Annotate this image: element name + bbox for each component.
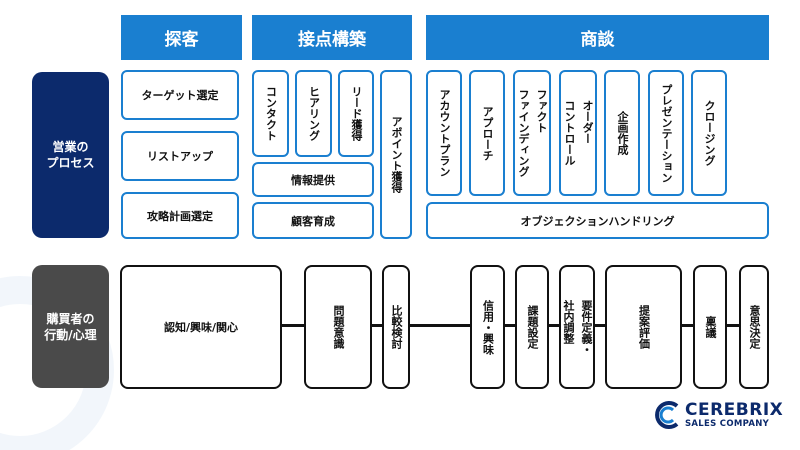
box-order-control: オーダー コントロール <box>559 70 597 196</box>
box-problem-awareness: 問題意識 <box>304 265 372 389</box>
box-closing: クロージング <box>691 70 727 196</box>
logo-subtitle: SALES COMPANY <box>685 419 770 429</box>
connector-line-6 <box>595 324 605 327</box>
box-presentation: プレゼンテーション <box>648 70 684 196</box>
box-issue-text: 課題設定 <box>526 305 539 349</box>
box-account-plan: アカウントプラン <box>426 70 462 196</box>
box-proposal-text: 提案評価 <box>637 305 651 349</box>
connector-line-1 <box>282 324 304 327</box>
box-fact-finding: ファクト ファインディング <box>513 70 551 196</box>
box-approval-text: 稟議 <box>704 316 717 338</box>
label-sales-process-line1: 営業の <box>52 140 89 154</box>
box-target-selection: ターゲット選定 <box>121 70 239 120</box>
box-hearing-text: ヒアリング <box>307 86 321 141</box>
label-sales-process: 営業の プロセス <box>32 72 109 238</box>
box-account-plan-text: アカウントプラン <box>438 89 451 177</box>
box-lead-acquisition: リード獲得 <box>338 70 374 157</box>
box-order-control-line1: オーダー <box>581 100 594 144</box>
box-lead-text: リード獲得 <box>350 86 363 141</box>
box-presentation-text: プレゼンテーション <box>660 83 673 183</box>
label-buyer-behavior-line2: 行動/心理 <box>44 327 97 342</box>
box-hearing: ヒアリング <box>295 70 332 157</box>
box-strategy-planning: 攻略計画選定 <box>121 192 239 239</box>
box-contact-text: コンタクト <box>264 86 278 141</box>
label-sales-process-line2: プロセス <box>46 156 95 170</box>
box-planning-text: 企画作成 <box>616 111 629 155</box>
connector-line-7 <box>682 324 693 327</box>
connector-line-4 <box>505 324 515 327</box>
header-shodan: 商談 <box>426 15 769 60</box>
box-compare-text: 比較検討 <box>390 305 403 349</box>
box-contact: コンタクト <box>252 70 289 157</box>
box-awareness: 認知/興味/関心 <box>120 265 282 389</box>
box-appointment: アポイント獲得 <box>380 70 412 239</box>
box-trust-text: 信用・興味 <box>481 299 495 355</box>
box-appointment-text: アポイント獲得 <box>390 116 403 193</box>
box-approval: 稟議 <box>693 265 727 389</box>
box-requirement-line1: 要件定義・ <box>580 299 593 355</box>
box-decision: 意思決定 <box>739 265 769 389</box>
box-closing-text: クロージング <box>703 100 716 166</box>
label-buyer-behavior: 購買者の 行動/心理 <box>32 265 109 388</box>
header-tankyaku: 探客 <box>121 15 242 60</box>
box-problem-text: 問題意識 <box>332 305 345 349</box>
box-comparison: 比較検討 <box>382 265 410 389</box>
box-issue-setting: 課題設定 <box>515 265 549 389</box>
box-proposal-evaluation: 提案評価 <box>605 265 682 389</box>
box-decision-text: 意思決定 <box>748 305 761 349</box>
connector-line-3 <box>410 324 470 327</box>
label-buyer-behavior-line1: 購買者の <box>46 311 95 326</box>
connector-line-2 <box>372 324 382 327</box>
company-logo: CEREBRIX SALES COMPANY <box>655 395 783 435</box>
logo-name: CEREBRIX <box>685 400 784 420</box>
box-approach: アプローチ <box>469 70 505 196</box>
box-planning: 企画作成 <box>604 70 640 196</box>
box-requirement-definition: 要件定義・ 社内調整 <box>559 265 595 389</box>
box-requirement-line2: 社内調整 <box>562 299 575 344</box>
cerebrix-logo-icon <box>655 401 679 429</box>
header-sekiten: 接点構築 <box>252 15 412 60</box>
box-info-provision: 情報提供 <box>252 162 374 197</box>
box-fact-finding-line2: ファインディング <box>517 89 530 177</box>
box-approach-text: アプローチ <box>481 105 494 161</box>
box-order-control-line2: コントロール <box>563 100 576 166</box>
box-fact-finding-line1: ファクト <box>535 89 548 133</box>
box-trust-interest: 信用・興味 <box>470 265 505 389</box>
connector-line-5 <box>549 324 559 327</box>
connector-line-8 <box>727 324 739 327</box>
box-list-up: リストアップ <box>121 131 239 181</box>
box-objection-handling: オブジェクションハンドリング <box>426 202 769 239</box>
box-customer-nurture: 顧客育成 <box>252 202 374 239</box>
